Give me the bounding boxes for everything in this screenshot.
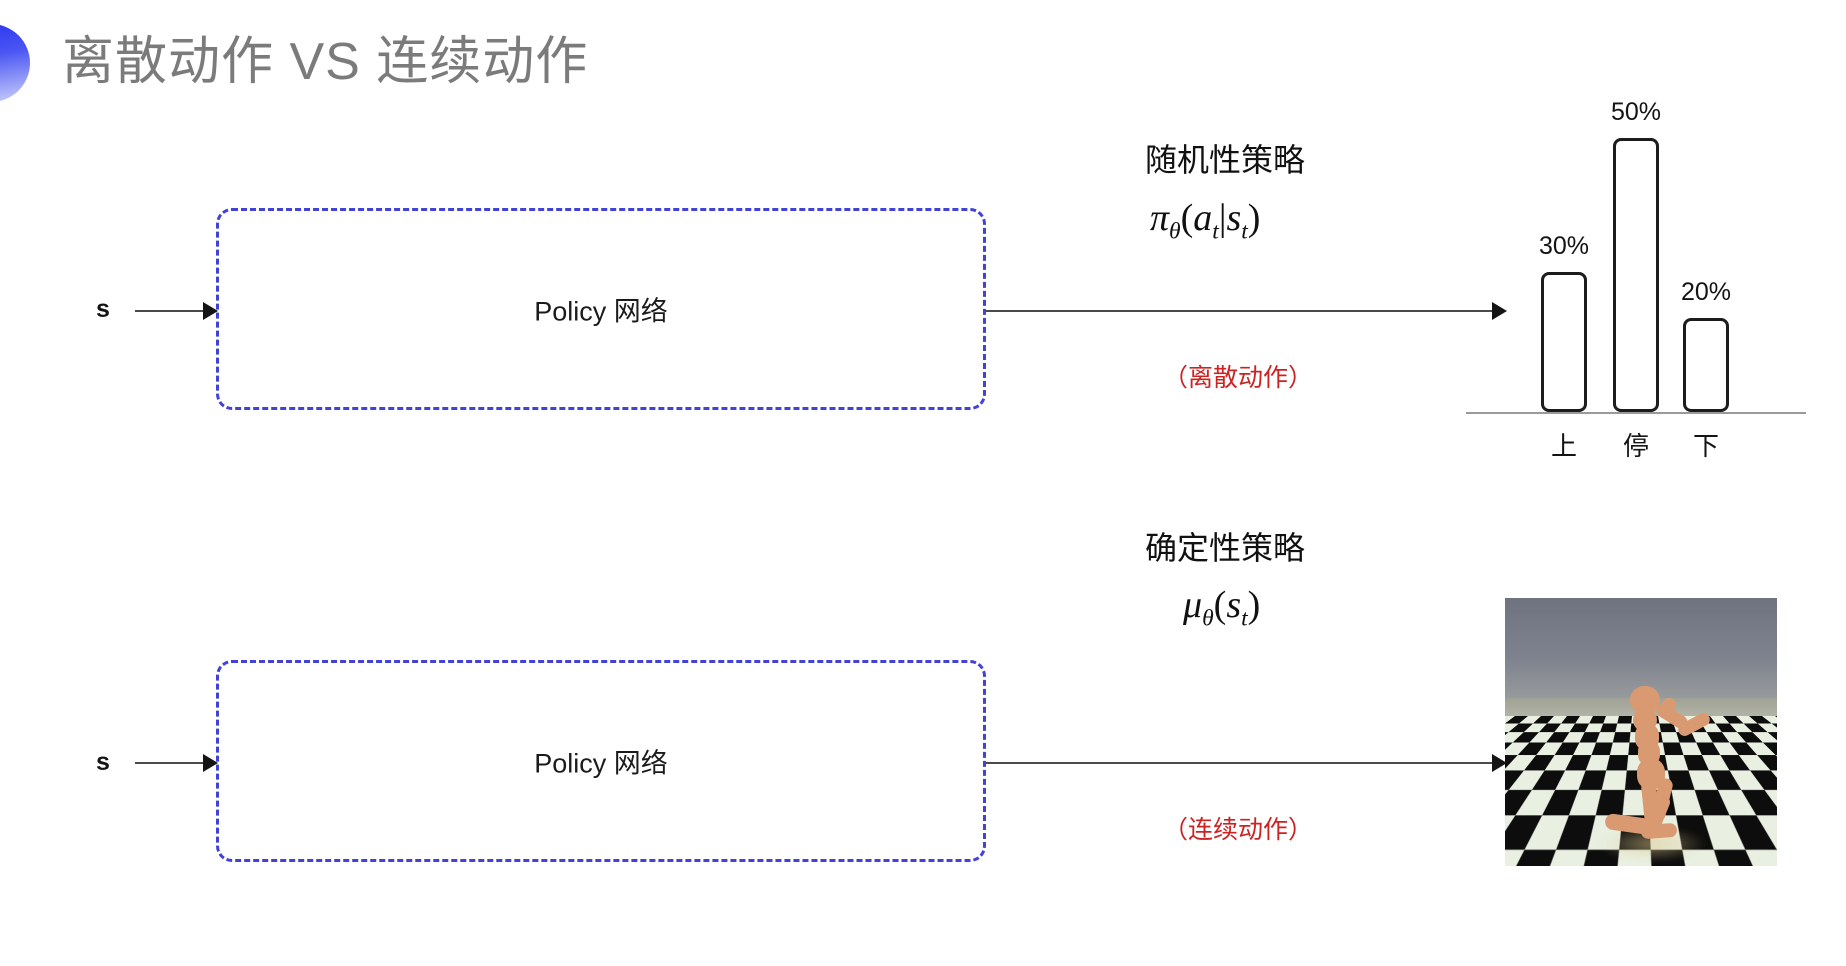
- page-title: 离散动作 VS 连续动作: [62, 33, 589, 91]
- formula-arg-s: s: [1226, 197, 1242, 239]
- formula-arg-s2-sub: t: [1241, 605, 1248, 632]
- arrow-input-bottom-line: [135, 762, 207, 764]
- arrow-output-bottom-head-icon: [1492, 754, 1507, 772]
- bar-stop: [1613, 138, 1659, 412]
- formula-arg-s2: s: [1226, 584, 1242, 626]
- arrow-output-top-head-icon: [1492, 302, 1507, 320]
- formula-sub-theta-2: θ: [1202, 605, 1214, 632]
- bar-category-stop: 停: [1622, 431, 1649, 461]
- bar-category-up: 上: [1550, 431, 1577, 461]
- formula-arg-s-sub: t: [1241, 218, 1248, 245]
- stochastic-policy-formula: πθ(at|st): [1150, 196, 1260, 246]
- bar-category-down: 下: [1692, 431, 1719, 461]
- bar-up: [1541, 272, 1587, 412]
- formula-close-paren-2: ): [1247, 584, 1261, 626]
- deterministic-policy-formula: μθ(st): [1183, 583, 1260, 633]
- formula-fn-mu: μ: [1183, 584, 1203, 626]
- formula-open-paren-2: (: [1213, 584, 1227, 626]
- formula-bar: |: [1218, 197, 1227, 239]
- bar-value-up: 30%: [1538, 232, 1590, 260]
- bar-value-down: 20%: [1680, 278, 1732, 306]
- formula-sub-theta: θ: [1169, 218, 1181, 245]
- humanoid-foot-rear: [1640, 822, 1678, 840]
- discrete-action-note: （离散动作）: [1163, 364, 1314, 392]
- arrow-output-top-line: [986, 310, 1496, 312]
- formula-arg-a: a: [1193, 197, 1213, 239]
- formula-arg-a-sub: t: [1212, 218, 1219, 245]
- policy-network-box-top[interactable]: Policy 网络: [216, 208, 986, 410]
- formula-open-paren: (: [1180, 197, 1194, 239]
- bar-down: [1683, 318, 1729, 412]
- arrow-input-top-head-icon: [203, 302, 218, 320]
- bar-value-stop: 50%: [1610, 98, 1662, 126]
- stochastic-policy-caption: 随机性策略: [1145, 142, 1306, 178]
- arrow-input-top-line: [135, 310, 207, 312]
- continuous-action-note: （连续动作）: [1163, 816, 1314, 844]
- action-probability-bar-chart: 30% 上 50% 停 20% 下: [1466, 96, 1846, 461]
- humanoid-hand: [1662, 698, 1676, 712]
- policy-network-label-top: Policy 网络: [534, 296, 668, 327]
- formula-close-paren: ): [1247, 197, 1261, 239]
- input-state-label-bottom: s: [96, 748, 110, 776]
- policy-network-label-bottom: Policy 网络: [534, 748, 668, 779]
- input-state-label-top: s: [96, 295, 110, 323]
- deterministic-policy-caption: 确定性策略: [1145, 530, 1306, 566]
- formula-fn-pi: π: [1150, 197, 1170, 239]
- half-circle-bullet-icon: [0, 24, 30, 102]
- humanoid-simulation-image: [1505, 598, 1777, 866]
- arrow-input-bottom-head-icon: [203, 754, 218, 772]
- policy-network-box-bottom[interactable]: Policy 网络: [216, 660, 986, 862]
- chart-underline-rule: [1466, 412, 1806, 414]
- arrow-output-bottom-line: [986, 762, 1496, 764]
